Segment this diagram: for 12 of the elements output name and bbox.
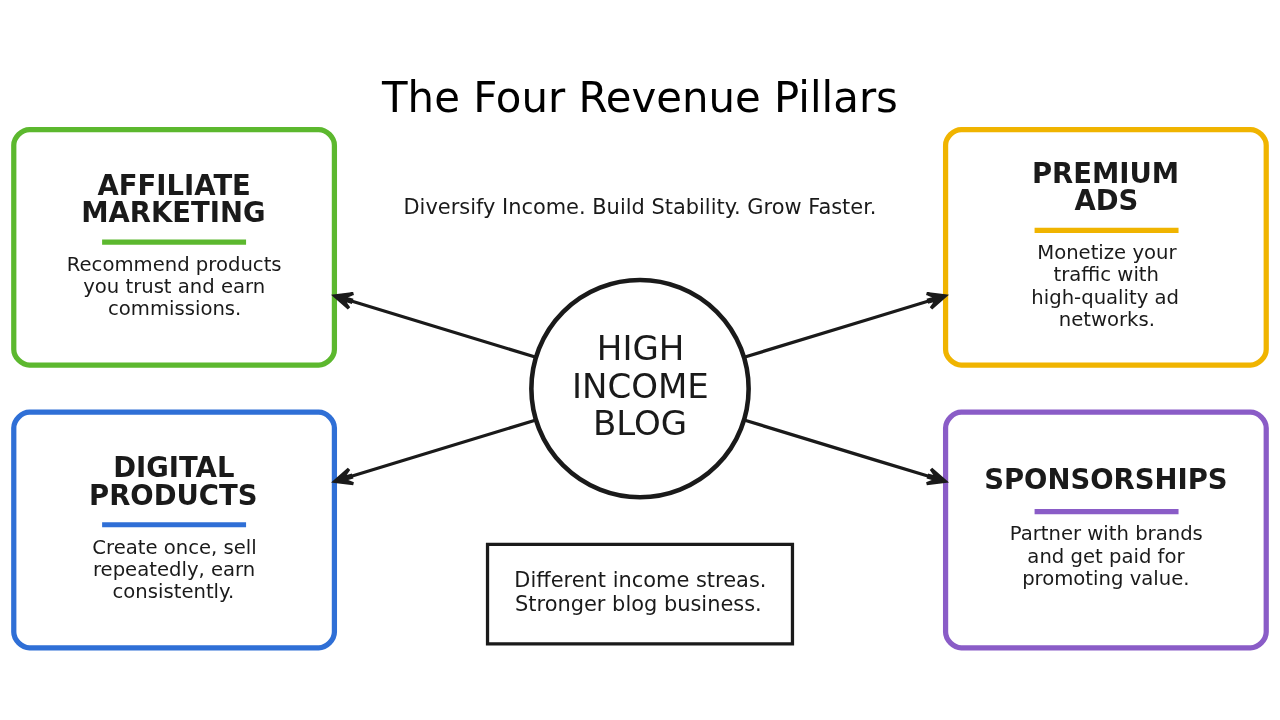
arrow [743,417,947,485]
node-box: Different income streas. Stronger blog business. [485,542,795,645]
arrow [333,417,537,485]
arrow [743,291,947,359]
node-circle: HIGH INCOME BLOG [529,277,751,500]
label: Diversify Income. Build Stability. Grow Faster. [403,194,877,219]
arrow [333,291,537,359]
node-box: SPONSORSHIPS Partner with brands and get paid for promoting value. [942,409,1269,650]
node-box: PREMIUM ADS Monetize your traffic with high-quality ad networks. [942,126,1269,368]
node-box: AFFILIATE MARKETING Recommend products you trust and earn commissions. [11,126,338,368]
node-box: DIGITAL PRODUCTS Create once, sell repeatedly, earn consistently. [11,409,338,650]
diagram-title: The Four Revenue Pillars [382,72,898,122]
